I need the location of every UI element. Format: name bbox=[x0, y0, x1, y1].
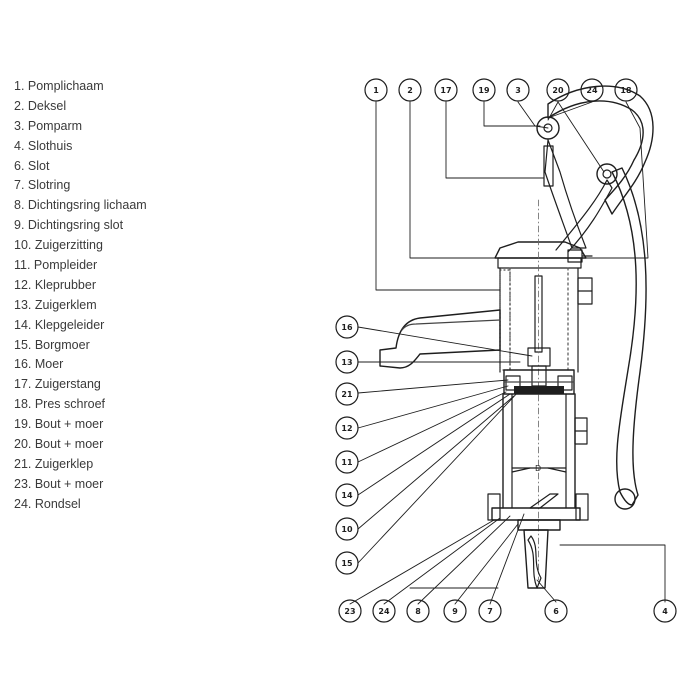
svg-text:7: 7 bbox=[487, 607, 493, 616]
callout-left-6: 14 bbox=[335, 483, 359, 507]
svg-text:12: 12 bbox=[341, 424, 352, 433]
pump-spout bbox=[379, 309, 501, 369]
callout-left-7: 10 bbox=[335, 517, 359, 541]
legend-item-16: 16. Moer bbox=[14, 357, 64, 372]
svg-text:17: 17 bbox=[440, 86, 451, 95]
callout-left-3: 21 bbox=[335, 382, 359, 406]
legend-item-4: 4. Slothuis bbox=[14, 138, 73, 153]
legend-item-17: 17. Zuigerstang bbox=[14, 377, 101, 392]
svg-text:1: 1 bbox=[373, 86, 379, 95]
piston-rod bbox=[534, 199, 543, 581]
callout-left-8: 15 bbox=[335, 551, 359, 575]
leader-lines-top bbox=[375, 101, 649, 291]
legend-item-1: 1. Pomplichaam bbox=[14, 79, 104, 93]
legend-item-19: 19. Bout + moer bbox=[14, 417, 104, 432]
legend-item-18: 18. Pres schroef bbox=[14, 397, 106, 412]
legend-item-10: 10. Zuigerzitting bbox=[14, 238, 103, 253]
piston-assembly bbox=[503, 347, 575, 395]
callout-bottom-6: 6 bbox=[544, 599, 568, 623]
callout-bottom-3: 8 bbox=[406, 599, 430, 623]
callout-bottom-2: 24 bbox=[372, 599, 396, 623]
legend-item-24: 24. Rondsel bbox=[14, 496, 81, 511]
legend-item-21: 21. Zuigerklep bbox=[14, 456, 94, 471]
legend-item-15: 15. Borgmoer bbox=[14, 337, 90, 352]
svg-text:14: 14 bbox=[341, 491, 353, 500]
pump-body bbox=[497, 257, 593, 373]
svg-text:15: 15 bbox=[341, 559, 353, 568]
callout-left-5: 11 bbox=[335, 450, 359, 474]
callout-left-4: 12 bbox=[335, 416, 359, 440]
svg-text:3: 3 bbox=[515, 86, 521, 95]
legend-item-6: 6. Slot bbox=[14, 158, 50, 173]
svg-text:20: 20 bbox=[552, 86, 564, 95]
legend-item-23: 23. Bout + moer bbox=[14, 476, 104, 491]
callout-top-1: 1 bbox=[364, 78, 388, 102]
legend-item-12: 12. Kleprubber bbox=[14, 277, 97, 292]
svg-text:9: 9 bbox=[452, 607, 458, 616]
svg-text:23: 23 bbox=[344, 607, 355, 616]
legend-item-8: 8. Dichtingsring lichaam bbox=[14, 198, 147, 213]
callouts-bottom: 23 24 8 9 7 6 4 bbox=[338, 599, 677, 623]
legend-item-20: 20. Bout + moer bbox=[14, 437, 104, 452]
svg-text:11: 11 bbox=[341, 458, 353, 467]
parts-legend: 1. Pomplichaam 2. Deksel 3. Pomparm 4. Slot… bbox=[14, 77, 147, 515]
pump-cover bbox=[494, 241, 593, 263]
legend-item-11: 11. Pompleider bbox=[14, 258, 98, 273]
callout-bottom-1: 23 bbox=[338, 599, 362, 623]
callout-left-1: 16 bbox=[335, 315, 359, 339]
svg-text:16: 16 bbox=[341, 323, 353, 332]
leader-lines-bottom bbox=[349, 513, 666, 605]
legend-item-3: 3. Pomparm bbox=[14, 118, 83, 133]
callouts-top: 1 2 17 19 3 20 24 18 bbox=[364, 78, 638, 102]
callout-top-4: 19 bbox=[472, 78, 496, 102]
pump-cylinder: D bbox=[502, 393, 588, 509]
callout-top-5: 3 bbox=[506, 78, 530, 102]
legend-item-14: 14. Klepgeleider bbox=[14, 317, 105, 332]
leader-lines-left bbox=[357, 326, 533, 564]
callout-bottom-4: 9 bbox=[443, 599, 467, 623]
pump-foot-valve bbox=[487, 493, 589, 589]
svg-text:18: 18 bbox=[620, 86, 632, 95]
svg-text:21: 21 bbox=[341, 390, 353, 399]
callouts-left: 16 13 21 12 11 14 10 15 bbox=[335, 315, 359, 575]
callout-bottom-5: 7 bbox=[478, 599, 502, 623]
callout-top-3: 17 bbox=[434, 78, 458, 102]
legend-item-2: 2. Deksel bbox=[14, 98, 67, 113]
dimension-d-label: D bbox=[535, 464, 541, 473]
svg-text:6: 6 bbox=[553, 607, 559, 616]
svg-text:24: 24 bbox=[586, 86, 598, 95]
legend-item-9: 9. Dichtingsring slot bbox=[14, 218, 124, 233]
callout-top-7: 24 bbox=[580, 78, 604, 102]
svg-text:10: 10 bbox=[341, 525, 353, 534]
svg-text:19: 19 bbox=[478, 86, 490, 95]
legend-item-13: 13. Zuigerklem bbox=[14, 297, 97, 312]
svg-text:8: 8 bbox=[415, 607, 421, 616]
legend-item-7: 7. Slotring bbox=[14, 178, 71, 193]
pump-neck bbox=[543, 139, 613, 253]
callout-left-2: 13 bbox=[335, 350, 359, 374]
svg-text:2: 2 bbox=[407, 86, 413, 95]
callout-bottom-7: 4 bbox=[653, 599, 677, 623]
pump-handle bbox=[536, 85, 654, 510]
svg-text:24: 24 bbox=[378, 607, 390, 616]
svg-text:4: 4 bbox=[662, 607, 668, 616]
svg-text:13: 13 bbox=[341, 358, 352, 367]
callout-top-2: 2 bbox=[398, 78, 422, 102]
callout-top-6: 20 bbox=[546, 78, 570, 102]
callout-top-8: 18 bbox=[614, 78, 638, 102]
